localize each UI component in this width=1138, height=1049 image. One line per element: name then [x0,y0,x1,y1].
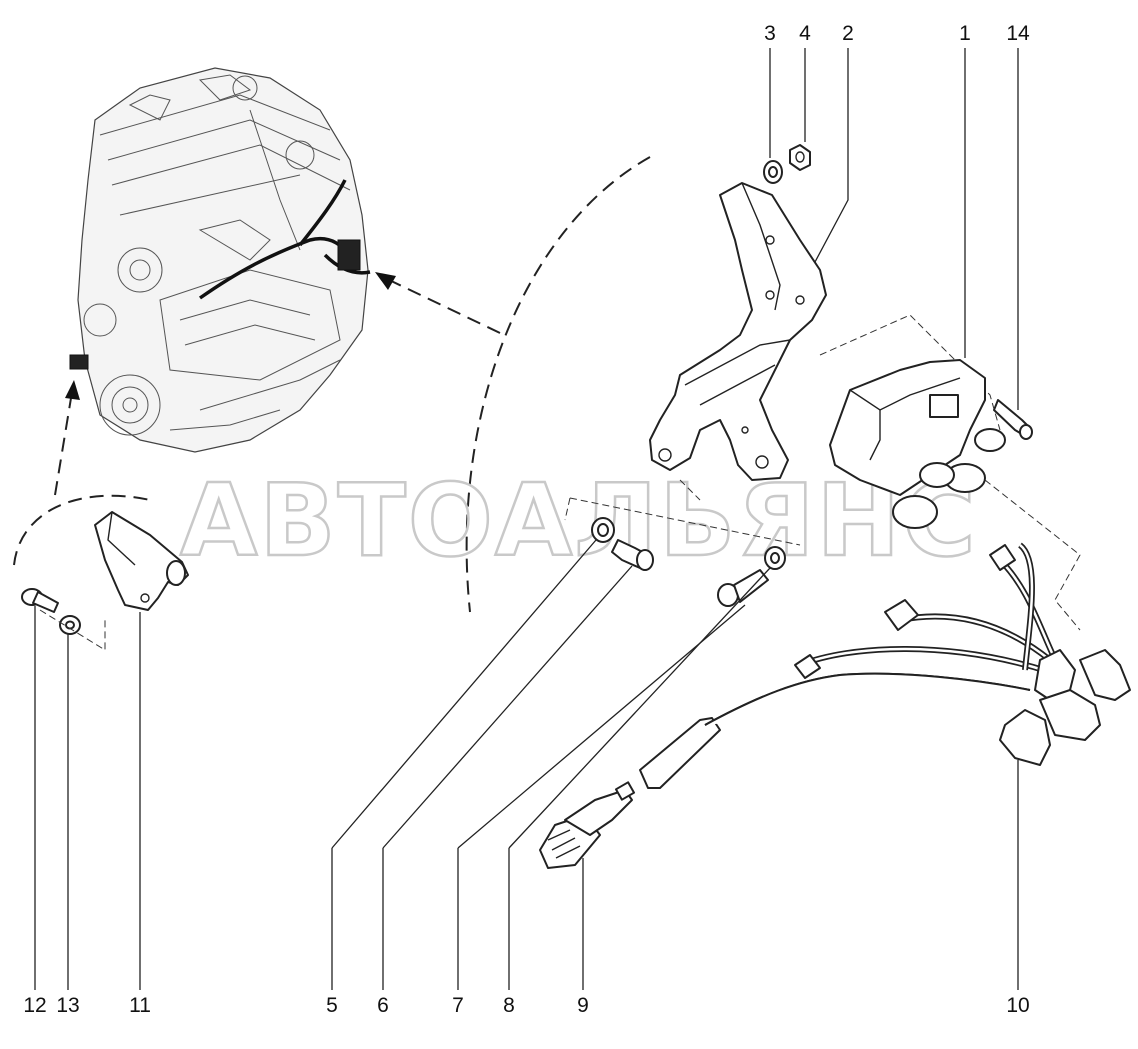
callout-13: 13 [56,994,79,1017]
callout-6: 6 [377,994,389,1017]
crankshaft-sensor [94,511,189,611]
screw-14 [993,399,1033,440]
ignition-coil [829,359,1006,529]
dashed-sensor-arc [13,494,151,566]
ignition-wires [639,542,1131,789]
nut-4 [789,144,811,171]
callout-8: 8 [503,994,515,1017]
bolt-12 [21,588,59,613]
callout-2: 2 [842,22,854,45]
callout-11: 11 [129,994,151,1017]
spark-plug [539,781,636,869]
leader-lines [34,48,1019,990]
callout-5: 5 [326,994,338,1017]
callout-12: 12 [23,994,46,1017]
ignition-coil-bracket [649,182,827,481]
washer-5 [591,517,615,543]
washer-3 [763,160,783,184]
callout-4: 4 [799,22,811,45]
callout-14: 14 [1006,22,1030,45]
bolt-6 [611,539,654,571]
dashed-arrow-engine [375,272,501,334]
callout-9: 9 [577,994,589,1017]
callout-3: 3 [764,22,776,45]
assembly-guide-bracket-coil [819,314,1001,431]
callout-1: 1 [959,22,971,45]
callout-7: 7 [452,994,464,1017]
bolt-7 [717,569,769,607]
washer-8 [764,546,786,570]
assembly-guide-coil-wires [984,479,1081,631]
washer-13 [59,615,81,635]
assembly-guide-12-13 [39,609,106,651]
callout-10: 10 [1006,994,1029,1017]
assembly-guide-bolts [564,479,801,546]
callout-labels: 3 4 2 1 14 5 6 7 8 9 10 12 13 11 [23,22,1030,1017]
dashed-arrow-sensor [54,380,80,496]
engine-assembly [69,67,371,453]
